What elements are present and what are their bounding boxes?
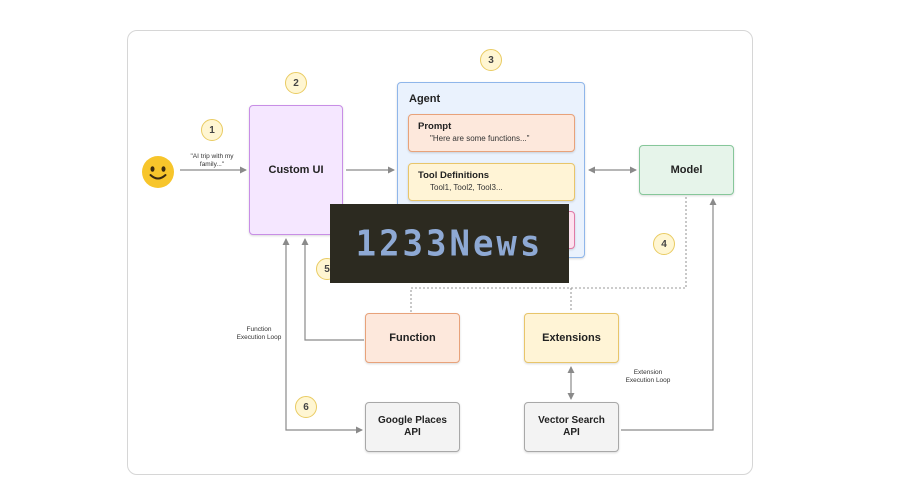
extensions-box: Extensions <box>524 313 619 363</box>
tool-definitions-title: Tool Definitions <box>418 170 490 181</box>
vector-search-label: Vector Search API <box>538 415 605 438</box>
agent-title: Agent <box>409 93 441 105</box>
step-marker: 1 <box>201 119 223 141</box>
step-marker: 6 <box>295 396 317 418</box>
watermark-text: 1233News <box>355 222 544 265</box>
prompt-box: Prompt "Here are some functions..." <box>408 114 575 152</box>
extensions-label: Extensions <box>542 332 601 344</box>
prompt-title: Prompt <box>418 121 452 132</box>
extension-loop-note: Extension Execution Loop <box>625 369 671 384</box>
function-box: Function <box>365 313 460 363</box>
google-places-label: Google Places API <box>378 415 447 438</box>
prompt-text: "Here are some functions..." <box>430 134 530 143</box>
vector-search-box: Vector Search API <box>524 402 619 452</box>
google-places-box: Google Places API <box>365 402 460 452</box>
step-marker: 2 <box>285 72 307 94</box>
model-box: Model <box>639 145 734 195</box>
tool-definitions-box: Tool Definitions Tool1, Tool2, Tool3... <box>408 163 575 201</box>
user-input-note: "AI trip with my family..." <box>190 153 234 168</box>
custom-ui-label: Custom UI <box>268 164 324 176</box>
function-label: Function <box>389 332 436 344</box>
function-loop-note: Function Execution Loop <box>236 326 282 341</box>
tool-definitions-text: Tool1, Tool2, Tool3... <box>430 183 503 192</box>
arrow-vector-to-model <box>621 198 717 431</box>
arrow-ui-to-places <box>282 238 363 434</box>
dashed-model-to-tools <box>410 197 687 312</box>
user-smiley-icon <box>142 156 174 188</box>
step-marker: 4 <box>653 233 675 255</box>
custom-ui-box: Custom UI <box>249 105 343 235</box>
step-marker: 3 <box>480 49 502 71</box>
model-label: Model <box>670 164 703 176</box>
watermark-banner: 1233News <box>330 204 569 283</box>
